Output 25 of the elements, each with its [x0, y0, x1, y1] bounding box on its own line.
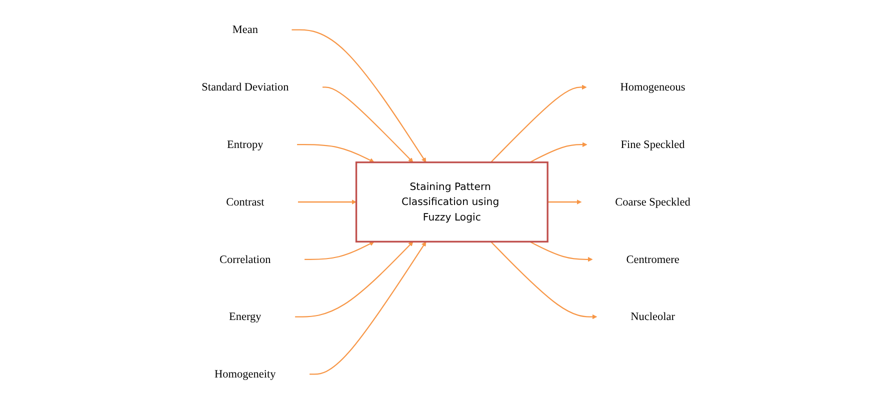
node-text: Entropy [227, 138, 264, 151]
node-text: Centromere [626, 253, 680, 266]
node-text: Energy [229, 310, 262, 323]
arrow [304, 241, 374, 260]
node-text: Standard Deviation [202, 81, 289, 94]
arrow [292, 29, 426, 163]
arrow [529, 241, 593, 262]
node-text: Contrast [226, 196, 264, 208]
node-text: Coarse Speckled [615, 196, 690, 208]
node-text: Nucleolar [630, 310, 675, 323]
arrow [490, 84, 587, 163]
node-box: Staining Pattern Classification using Fuzzy Logic [355, 161, 548, 243]
arrow [310, 241, 426, 375]
node-text: Fine Speckled [620, 138, 685, 151]
arrow [295, 241, 414, 318]
arrow [548, 200, 582, 204]
arrow [490, 241, 598, 320]
node-text: Homogeneous [620, 81, 686, 94]
arrow [298, 200, 356, 204]
node-text: Mean [232, 24, 258, 36]
node-text: Correlation [220, 253, 271, 266]
node-text: Homogeneity [214, 368, 276, 380]
arrow [529, 142, 588, 163]
arrow [322, 86, 414, 163]
arrow [297, 144, 374, 163]
